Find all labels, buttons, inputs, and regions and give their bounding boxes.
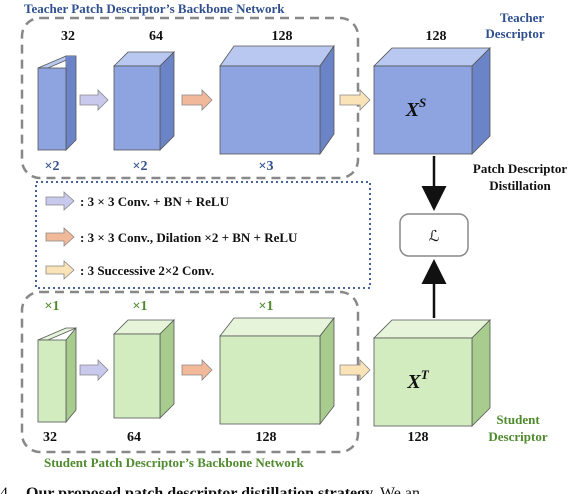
student-descriptor-block [373, 319, 491, 427]
teacher-feature-symbol: XS [405, 95, 427, 121]
student-channel-128: 128 [256, 430, 277, 445]
teacher-channel-128: 128 [272, 29, 293, 44]
teacher-block-2 [113, 51, 175, 151]
teacher-block-3 [219, 44, 335, 156]
teacher-multiplier-2: ×2 [133, 159, 148, 174]
distillation-label-line2: Distillation [489, 178, 551, 193]
teacher-backbone-title: Teacher Patch Descriptor’s Backbone Netw… [24, 1, 285, 16]
teacher-arrow-dilation [181, 89, 213, 111]
legend-item-successive: : 3 Successive 2×2 Conv. [80, 263, 214, 278]
teacher-arrow-successive [339, 89, 371, 111]
student-arrow-successive [339, 359, 371, 381]
teacher-channel-32: 32 [61, 29, 75, 44]
student-arrow-dilation [181, 359, 213, 381]
student-channel-32: 32 [43, 430, 57, 445]
teacher-descriptor-label-line2: Descriptor [485, 26, 544, 41]
legend-box [35, 181, 371, 289]
student-multiplier-1: ×1 [45, 299, 60, 314]
loss-node [399, 213, 469, 257]
student-block-2 [113, 319, 175, 419]
student-descriptor-channel: 128 [408, 430, 429, 445]
student-multiplier-3: ×1 [259, 299, 274, 314]
student-block-3 [219, 316, 335, 426]
legend-item-conv: : 3 × 3 Conv. + BN + ReLU [80, 194, 230, 209]
student-descriptor-label-line2: Descriptor [488, 429, 547, 444]
legend-item-dilation: : 3 × 3 Conv., Dilation ×2 + BN + ReLU [80, 230, 298, 245]
legend-arrow-dilation-icon [45, 227, 75, 247]
student-backbone-title: Student Patch Descriptor’s Backbone Netw… [44, 455, 305, 470]
teacher-block-1 [37, 55, 77, 151]
teacher-multiplier-1: ×2 [45, 159, 60, 174]
teacher-channel-64: 64 [149, 29, 163, 44]
teacher-descriptor-label-line1: Teacher [500, 10, 545, 25]
distillation-label-line1: Patch Descriptor [473, 161, 567, 176]
student-descriptor-label-line1: Student [496, 412, 540, 427]
student-block-1 [37, 326, 77, 424]
teacher-descriptor-block [373, 47, 491, 155]
student-arrow-conv [79, 359, 109, 381]
legend-arrow-successive-icon [45, 260, 75, 280]
teacher-descriptor-channel: 128 [426, 29, 447, 44]
teacher-multiplier-3: ×3 [259, 159, 274, 174]
figure-caption-fragment: 4.Our proposed patch descriptor distilla… [0, 485, 420, 494]
loss-symbol: ℒ [429, 227, 440, 245]
student-multiplier-2: ×1 [133, 299, 148, 314]
student-channel-64: 64 [127, 430, 141, 445]
student-feature-symbol: XT [406, 367, 429, 393]
legend-arrow-conv-icon [45, 191, 75, 211]
teacher-arrow-conv [79, 89, 109, 111]
